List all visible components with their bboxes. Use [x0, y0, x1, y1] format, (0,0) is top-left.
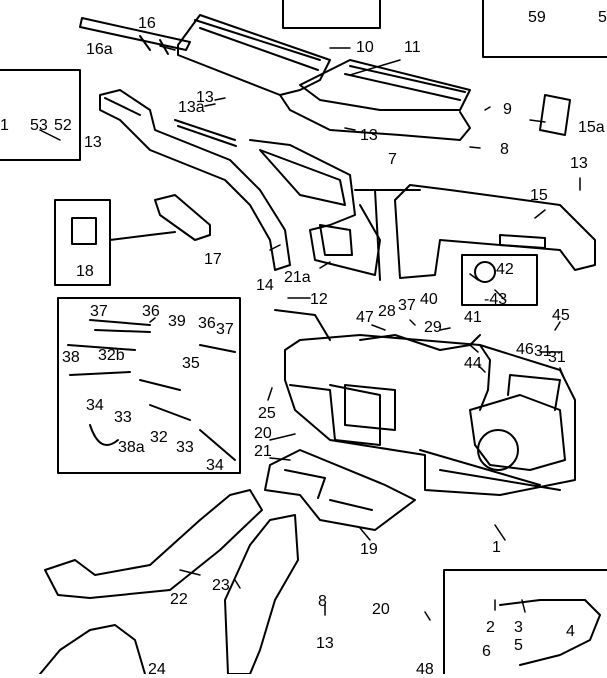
- label-part-17: 17: [204, 251, 222, 268]
- label-part-47: 47: [356, 309, 374, 326]
- part-16-tube: [79, 17, 191, 51]
- part-19-duct: [264, 449, 416, 531]
- label-part-32b: 32b: [98, 347, 125, 364]
- label-part-53: 53: [30, 117, 48, 134]
- label-part-1-left: 1: [0, 117, 9, 134]
- inset-frame-top-right: [482, 0, 607, 58]
- label-part-38: 38: [62, 349, 80, 366]
- label-part-33: 33: [176, 439, 194, 456]
- part-17-motor: [154, 194, 211, 241]
- label-part-13: 13: [196, 89, 214, 106]
- label-part-13: 13: [570, 155, 588, 172]
- inset-frame-18: [54, 199, 111, 286]
- label-part-11: 11: [404, 39, 421, 56]
- inset-frame-switch: [0, 69, 81, 161]
- label-part-23: 23: [212, 577, 230, 594]
- part-1-heater-housing: [284, 334, 576, 496]
- label-part-37: 37: [398, 297, 416, 314]
- inset-frame-hoses: [57, 297, 241, 474]
- label-part-34: 34: [206, 457, 224, 474]
- part-10-defroster: [177, 14, 331, 96]
- label-part-32: 32: [150, 429, 168, 446]
- label-part-40: 40: [420, 291, 438, 308]
- inset-frame-42-43: [461, 254, 538, 306]
- label-part-44: 44: [464, 355, 482, 372]
- label-part-16: 16: [138, 15, 156, 32]
- part-15-duct: [394, 184, 596, 279]
- part-22-duct: [44, 489, 263, 599]
- label-part-45: 45: [552, 307, 570, 324]
- label-part-22: 22: [170, 591, 188, 608]
- label-part-21a: 21a: [284, 269, 311, 286]
- label-part-8: 8: [318, 593, 327, 610]
- label-part-14: 14: [256, 277, 274, 294]
- label-part-13: 13: [360, 127, 378, 144]
- label-part-59: 59: [528, 9, 546, 26]
- label-part-10: 10: [356, 39, 374, 56]
- label-part-31: 31: [548, 349, 566, 366]
- label-part-34: 34: [86, 397, 104, 414]
- label-part-13a: 13a: [178, 99, 205, 116]
- label-part-21: 21: [254, 443, 272, 460]
- label-part-5-top: 5: [598, 9, 607, 26]
- label-part-33: 33: [114, 409, 132, 426]
- label-part-19: 19: [360, 541, 378, 558]
- label-part-6: 6: [482, 643, 491, 660]
- label-part-37: 37: [216, 321, 234, 338]
- label-part-15a: 15a: [578, 119, 605, 136]
- label-part-43: -43: [484, 291, 508, 308]
- part-7-duct: [279, 94, 471, 141]
- label-part-42: 42: [496, 261, 514, 278]
- inset-frame-top-center: [282, 0, 381, 29]
- label-part-24: 24: [148, 661, 166, 678]
- label-part-41: 41: [464, 309, 482, 326]
- label-part-36: 36: [198, 315, 216, 332]
- label-part-3: 3: [514, 619, 523, 636]
- label-part-7: 7: [388, 151, 397, 168]
- label-part-13: 13: [84, 134, 102, 151]
- label-part-9: 9: [503, 101, 512, 118]
- label-part-12: 12: [310, 291, 328, 308]
- label-part-13: 13: [316, 635, 334, 652]
- label-part-48: 48: [416, 661, 434, 678]
- label-part-8: 8: [500, 141, 509, 158]
- label-part-20: 20: [372, 601, 390, 618]
- inset-frame-bottom-right: [443, 569, 607, 674]
- label-part-2: 2: [486, 619, 495, 636]
- label-part-31: 31: [534, 343, 552, 360]
- label-part-37: 37: [90, 303, 108, 320]
- label-part-29: 29: [424, 319, 442, 336]
- label-part-38a: 38a: [118, 439, 145, 456]
- label-part-39: 39: [168, 313, 186, 330]
- label-part-1: 1: [492, 539, 501, 556]
- label-part-18: 18: [76, 263, 94, 280]
- label-part-46: 46: [516, 341, 534, 358]
- part-11-defroster: [299, 59, 471, 111]
- label-part-4: 4: [566, 623, 575, 640]
- label-part-36: 36: [142, 303, 160, 320]
- label-part-15: 15: [530, 187, 548, 204]
- label-part-35: 35: [182, 355, 200, 372]
- label-part-20: 20: [254, 425, 272, 442]
- label-part-25: 25: [258, 405, 276, 422]
- part-23-duct: [224, 514, 299, 674]
- part-24-duct: [39, 624, 146, 674]
- label-part-28: 28: [378, 303, 396, 320]
- label-part-16a: 16a: [86, 41, 113, 58]
- label-part-52: 52: [54, 117, 72, 134]
- label-part-5: 5: [514, 637, 523, 654]
- part-14-duct: [99, 89, 291, 271]
